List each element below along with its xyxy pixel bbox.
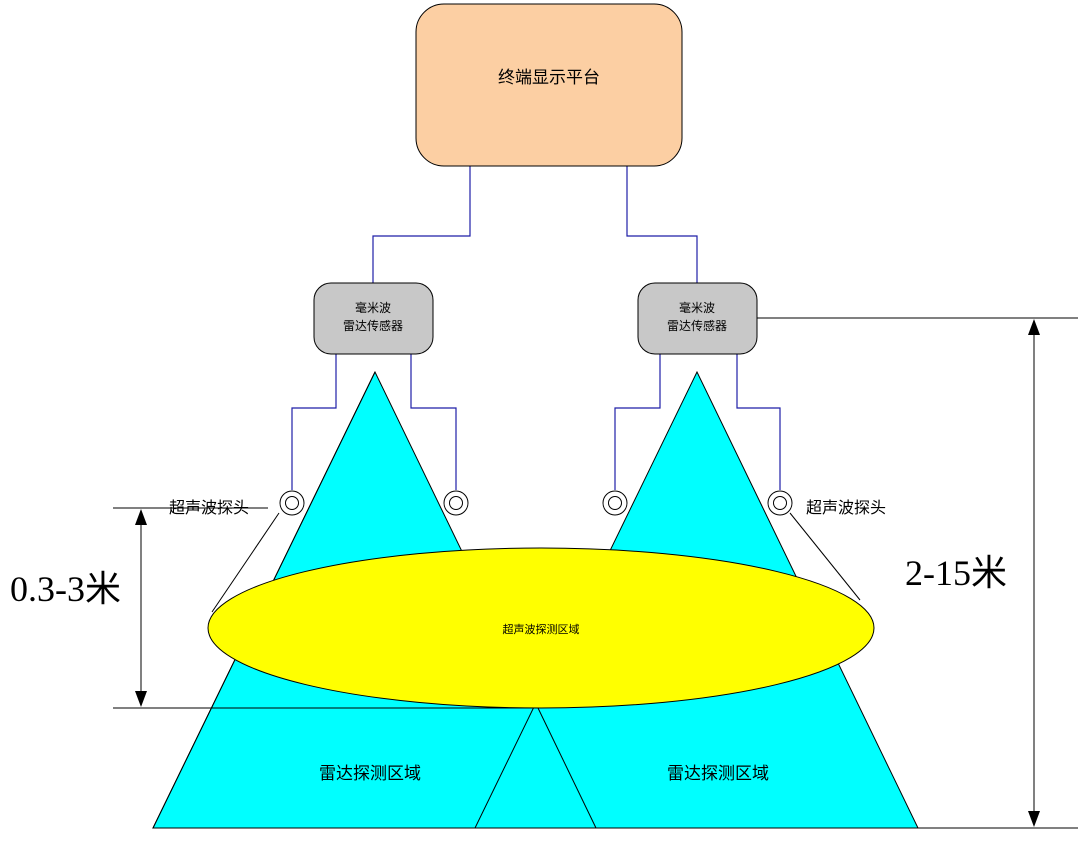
terminal-display-label: 终端显示平台 (498, 68, 600, 88)
ultrasonic-zone-label: 超声波探测区域 (503, 622, 580, 636)
long-range-dimension (757, 317, 1078, 829)
radar-sensor-right-line2: 雷达传感器 (667, 318, 727, 333)
short-range-label: 0.3-3米 (10, 569, 121, 609)
radar-sensor-left (313, 282, 434, 355)
radar-zone-left-edge (152, 371, 596, 829)
short-range-dimension (113, 507, 540, 709)
right-beam-line (789, 512, 861, 601)
radar-sensor-left-line2: 雷达传感器 (343, 318, 403, 333)
radar-zone-left-label: 雷达探测区域 (319, 764, 421, 784)
radar-sensor-right-line1: 毫米波 (679, 300, 715, 315)
radar-sensor-left-line1: 毫米波 (355, 300, 391, 315)
radar-zone-right-label: 雷达探测区域 (667, 764, 769, 784)
long-range-label: 2-15米 (905, 553, 1007, 593)
ultrasonic-zone (207, 547, 875, 709)
terminal-display-box (415, 3, 683, 167)
probe-label-right: 超声波探头 (806, 499, 886, 517)
radar-zone-divider (537, 707, 597, 829)
connectors (291, 166, 781, 490)
left-beam-line (211, 512, 280, 613)
ultrasonic-probe-2 (443, 490, 469, 516)
ultrasonic-probe-3 (602, 490, 628, 516)
ultrasonic-probe-1 (279, 490, 305, 516)
ultrasonic-probe-4 (767, 490, 793, 516)
